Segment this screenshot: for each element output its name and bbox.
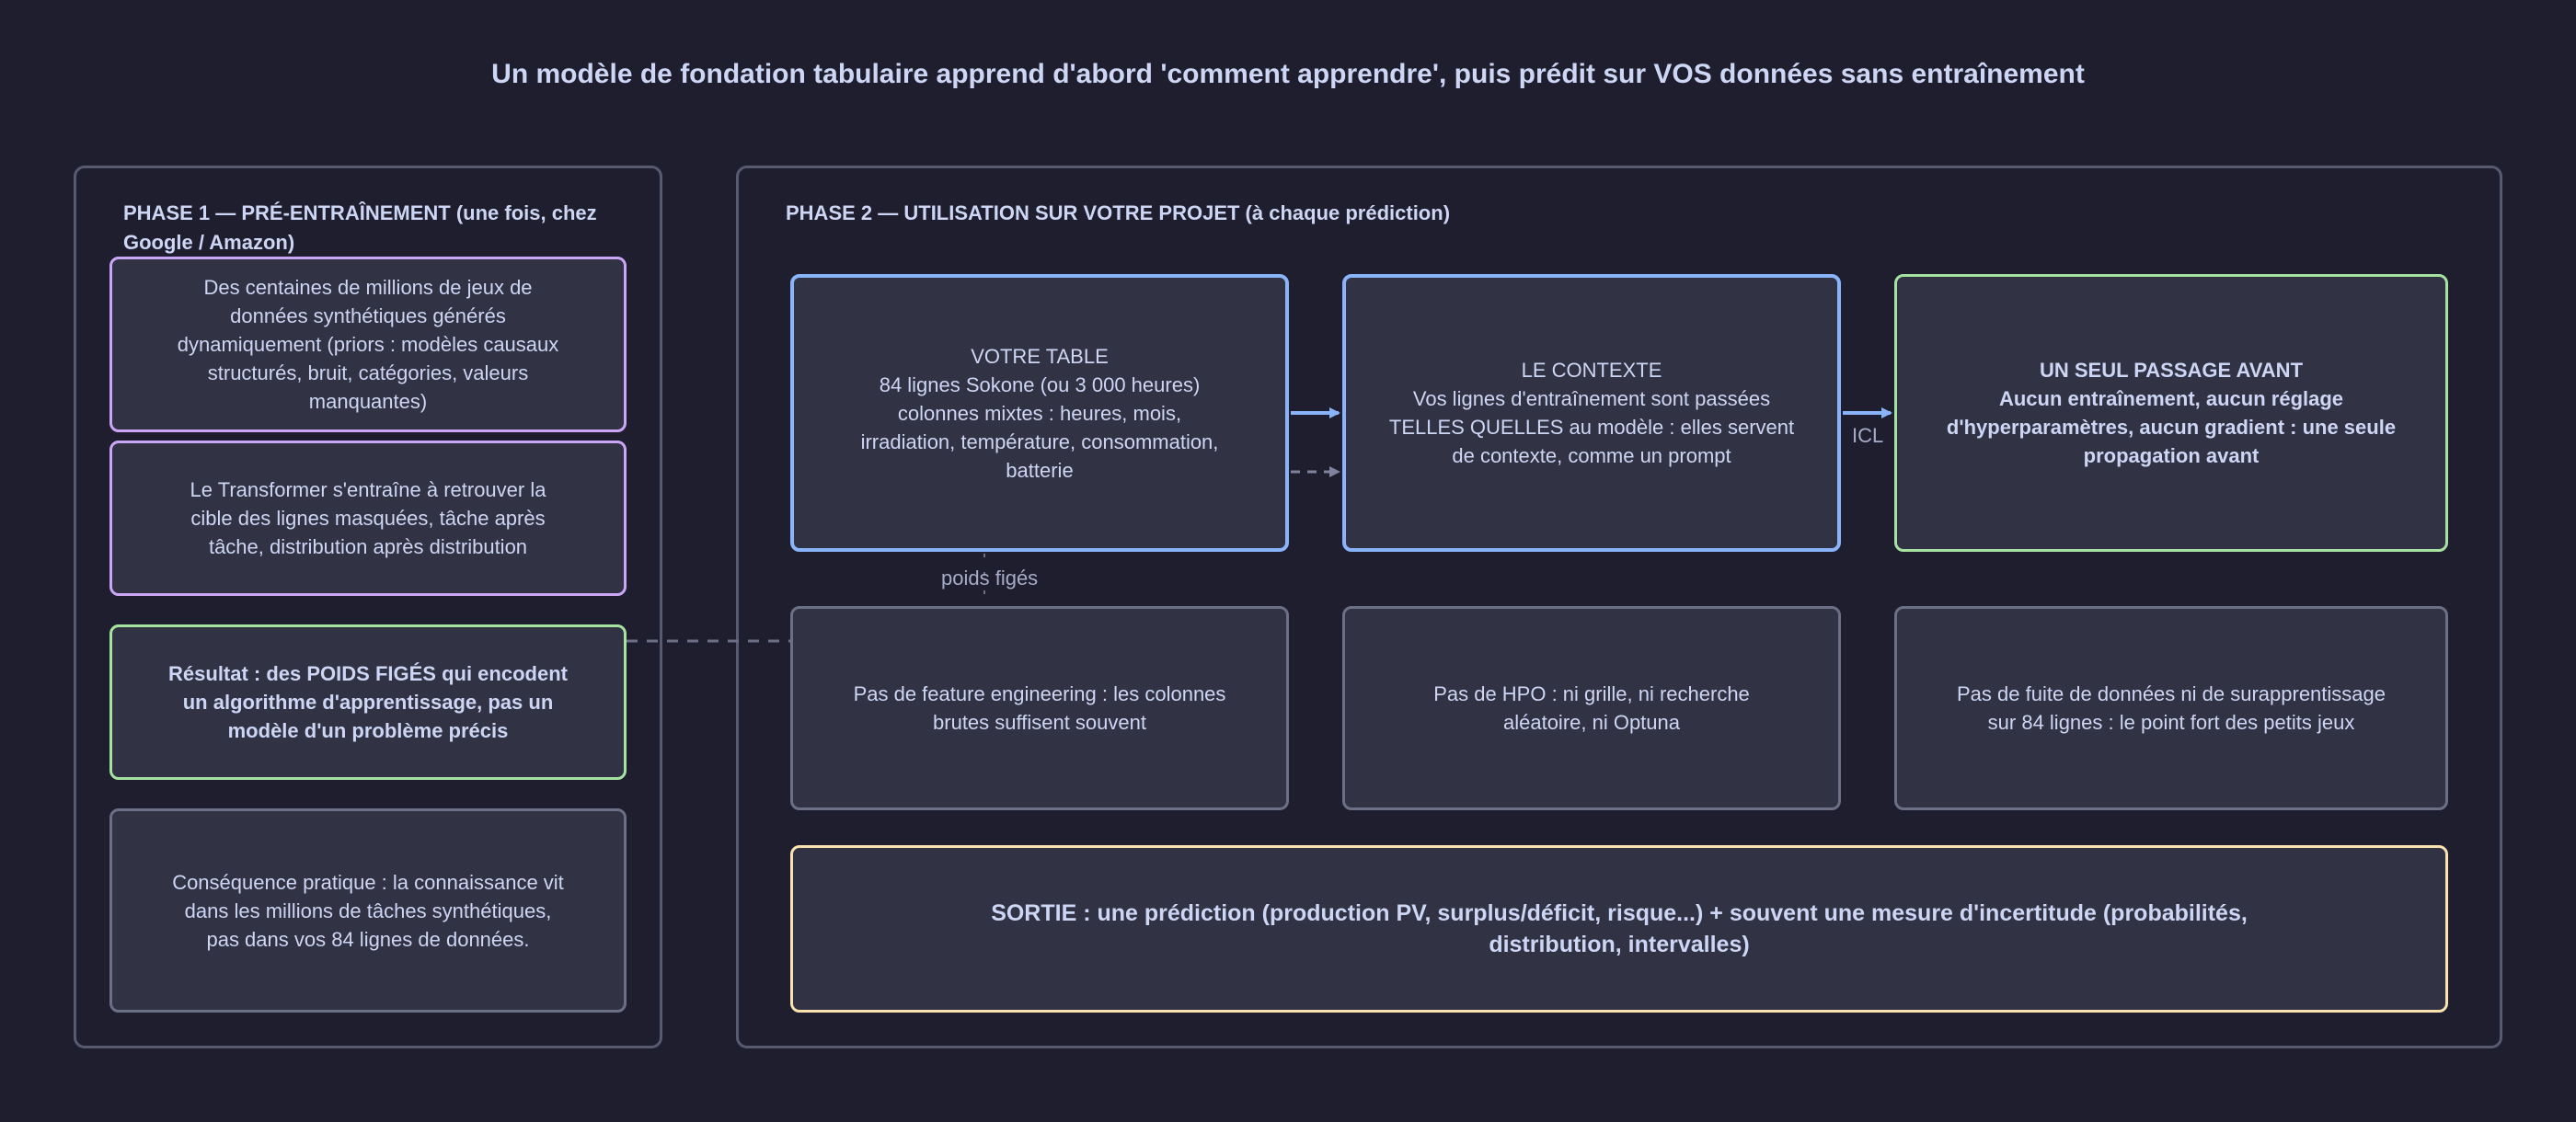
your-table-line: colonnes mixtes : heures, mois, xyxy=(897,401,1182,425)
frozen-weights-label: poids figés xyxy=(941,567,1039,590)
your-table-heading: VOTRE TABLE xyxy=(971,344,1109,368)
consequence-box: Conséquence pratique : la connaissance v… xyxy=(109,808,627,1013)
no-hpo-text: Pas de HPO : ni grille, ni recherche alé… xyxy=(1433,682,1750,734)
context-line: de contexte, comme un prompt xyxy=(1452,444,1731,467)
phase2-label: PHASE 2 — UTILISATION SUR VOTRE PROJET (… xyxy=(786,201,1451,224)
context-line: TELLES QUELLES au modèle : elles servent xyxy=(1388,416,1795,439)
output-text: SORTIE : une prédiction (production PV, … xyxy=(991,900,2248,957)
context-box: LE CONTEXTE Vos lignes d'entraînement so… xyxy=(1342,274,1841,552)
your-table-line: 84 lignes Sokone (ou 3 000 heures) xyxy=(879,372,1201,396)
transformer-training-text: Le Transformer s'entraîne à retrouver la… xyxy=(190,478,546,558)
forward-pass-line: Aucun entraînement, aucun réglage xyxy=(1998,387,2344,410)
output-box: SORTIE : une prédiction (production PV, … xyxy=(790,845,2448,1013)
your-table-box: VOTRE TABLE 84 lignes Sokone (ou 3 000 h… xyxy=(790,274,1289,552)
phase1-label: PHASE 1 — PRÉ-ENTRAÎNEMENT (une fois, ch… xyxy=(123,201,597,254)
frozen-weights-text: Résultat : des POIDS FIGÉS qui encodent … xyxy=(168,662,568,742)
phase2-panel xyxy=(736,166,2502,1048)
no-feature-engineering-box: Pas de feature engineering : les colonne… xyxy=(790,606,1289,810)
transformer-training-box: Le Transformer s'entraîne à retrouver la… xyxy=(109,441,627,596)
synthetic-datasets-text: Des centaines de millions de jeux de don… xyxy=(177,276,559,413)
context-line: Vos lignes d'entraînement sont passées xyxy=(1412,387,1771,410)
forward-pass-heading: UN SEUL PASSAGE AVANT xyxy=(2039,359,2304,382)
no-hpo-box: Pas de HPO : ni grille, ni recherche alé… xyxy=(1342,606,1841,810)
context-heading: LE CONTEXTE xyxy=(1521,359,1662,382)
no-feature-engineering-text: Pas de feature engineering : les colonne… xyxy=(853,682,1226,734)
single-forward-pass-box: UN SEUL PASSAGE AVANT Aucun entraînement… xyxy=(1894,274,2448,552)
your-table-line: batterie xyxy=(1006,458,1074,482)
no-data-leak-text: Pas de fuite de données ni de surapprent… xyxy=(1957,682,2386,734)
diagram-title: Un modèle de fondation tabulaire apprend… xyxy=(491,59,2085,89)
frozen-weights-box: Résultat : des POIDS FIGÉS qui encodent … xyxy=(109,624,627,780)
no-data-leak-box: Pas de fuite de données ni de surapprent… xyxy=(1894,606,2448,810)
synthetic-datasets-box: Des centaines de millions de jeux de don… xyxy=(109,257,627,432)
your-table-line: irradiation, température, consommation, xyxy=(860,429,1219,453)
forward-pass-line: d'hyperparamètres, aucun gradient : une … xyxy=(1946,416,2397,439)
phase1-panel xyxy=(74,166,662,1048)
icl-label: ICL xyxy=(1852,424,1884,447)
consequence-text: Conséquence pratique : la connaissance v… xyxy=(172,870,564,951)
forward-pass-line: propagation avant xyxy=(2083,444,2260,467)
